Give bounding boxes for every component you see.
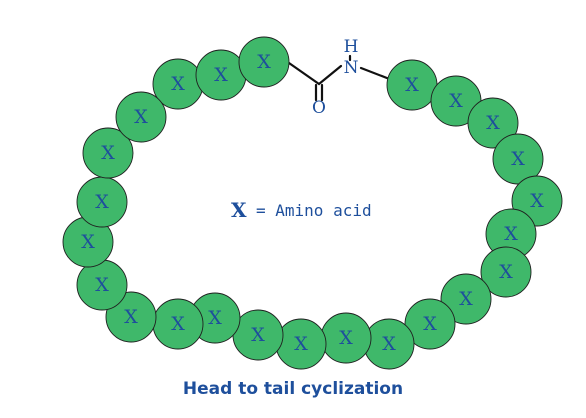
amino-acid-symbol: X (95, 274, 109, 296)
legend: X = Amino acid (231, 198, 372, 222)
amino-acid-symbol: X (208, 307, 222, 329)
amino-acid-bead: X (195, 49, 247, 101)
amino-acid-bead: X (152, 298, 204, 350)
amino-acid-bead: X (275, 318, 327, 370)
amino-acid-symbol: X (134, 106, 148, 128)
diagram-caption: Head to tail cyclization (183, 379, 403, 399)
amide-linkage: O N H (287, 37, 394, 118)
amino-acid-symbol: X (530, 190, 544, 212)
amino-acid-bead: X (386, 59, 438, 111)
amino-acid-symbol: X (504, 223, 518, 245)
amino-acid-symbol: X (459, 288, 473, 310)
amino-acid-bead: X (363, 318, 415, 370)
amino-acid-bead: X (320, 312, 372, 364)
amino-acid-bead: X (430, 75, 482, 127)
amino-acid-bead: X (492, 133, 544, 185)
amino-acid-symbol: X (81, 231, 95, 253)
amino-acid-symbol: X (339, 327, 353, 349)
amino-acid-symbol: X (251, 324, 265, 346)
amino-acid-bead: X (404, 298, 456, 350)
amino-acid-bead: X (76, 176, 128, 228)
amino-acid-bead: X (115, 91, 167, 143)
amino-acid-symbol: X (499, 261, 513, 283)
amino-acid-symbol: X (171, 73, 185, 95)
amino-acid-symbol: X (423, 313, 437, 335)
amino-acid-bead: X (76, 259, 128, 311)
hydrogen-atom: H (344, 37, 359, 57)
bond-nitrogen-chain (359, 66, 394, 82)
amino-acid-bead: X (440, 273, 492, 325)
oxygen-atom: O (312, 98, 326, 118)
amino-acid-symbol: X (382, 333, 396, 355)
amino-acid-symbol: X (511, 148, 525, 170)
amino-acid-bead: X (467, 97, 519, 149)
amino-acid-symbol: X (257, 51, 271, 73)
amino-acid-symbol: X (124, 306, 138, 328)
amino-acid-symbol: X (101, 142, 115, 164)
nitrogen-atom: N (344, 58, 359, 78)
amino-acid-bead: X (82, 127, 134, 179)
amino-acid-bead: X (238, 36, 290, 88)
legend-symbol: X (231, 198, 247, 222)
amino-acid-symbol: X (449, 90, 463, 112)
amino-acid-bead: X (480, 246, 532, 298)
amino-acid-symbol: X (405, 74, 419, 96)
amino-acid-bead: X (232, 309, 284, 361)
amino-acid-symbol: X (294, 333, 308, 355)
amino-acid-bead: X (485, 208, 537, 260)
amino-acid-symbol: X (95, 191, 109, 213)
amino-acid-bead: X (105, 291, 157, 343)
legend-label: = Amino acid (256, 201, 372, 220)
amino-acid-symbol: X (486, 112, 500, 134)
amino-acid-symbol: X (214, 64, 228, 86)
bond-carbon-chain (287, 61, 343, 86)
amino-acid-bead: X (62, 216, 114, 268)
amino-acid-symbol: X (171, 313, 185, 335)
